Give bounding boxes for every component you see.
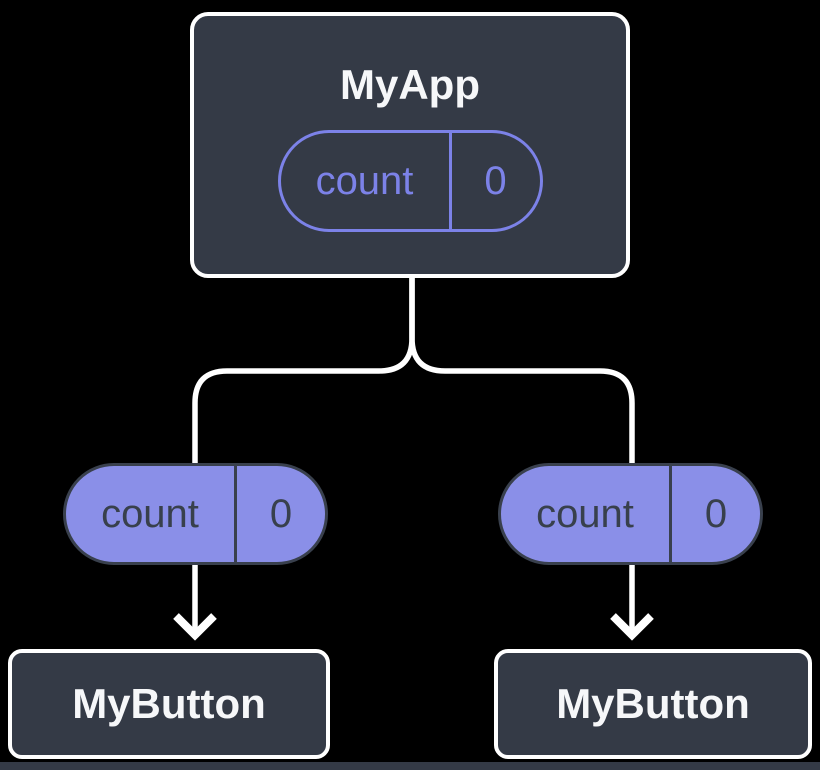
root-component-title: MyApp	[340, 61, 480, 108]
bottom-strip	[0, 762, 820, 770]
root-state-pill: count 0	[277, 130, 543, 232]
state-value-label: 0	[448, 133, 540, 229]
root-component-node: MyApp count 0	[190, 12, 630, 278]
connector-right-branch	[409, 272, 635, 630]
arrow-down-left-icon	[173, 613, 217, 641]
prop-value-label: 0	[669, 466, 760, 562]
state-name-label: count	[315, 158, 414, 203]
prop-pill-right: count 0	[498, 463, 763, 565]
arrow-down-right-icon	[610, 613, 654, 641]
child-component-title: MyButton	[556, 680, 750, 727]
connector-left-branch	[192, 272, 415, 630]
child-component-node-right: MyButton	[494, 649, 812, 759]
prop-name-label: count	[101, 491, 199, 536]
prop-name-label: count	[536, 491, 634, 536]
prop-pill-left: count 0	[63, 463, 328, 565]
prop-value-label: 0	[234, 466, 325, 562]
child-component-node-left: MyButton	[8, 649, 330, 759]
child-component-title: MyButton	[72, 680, 266, 727]
